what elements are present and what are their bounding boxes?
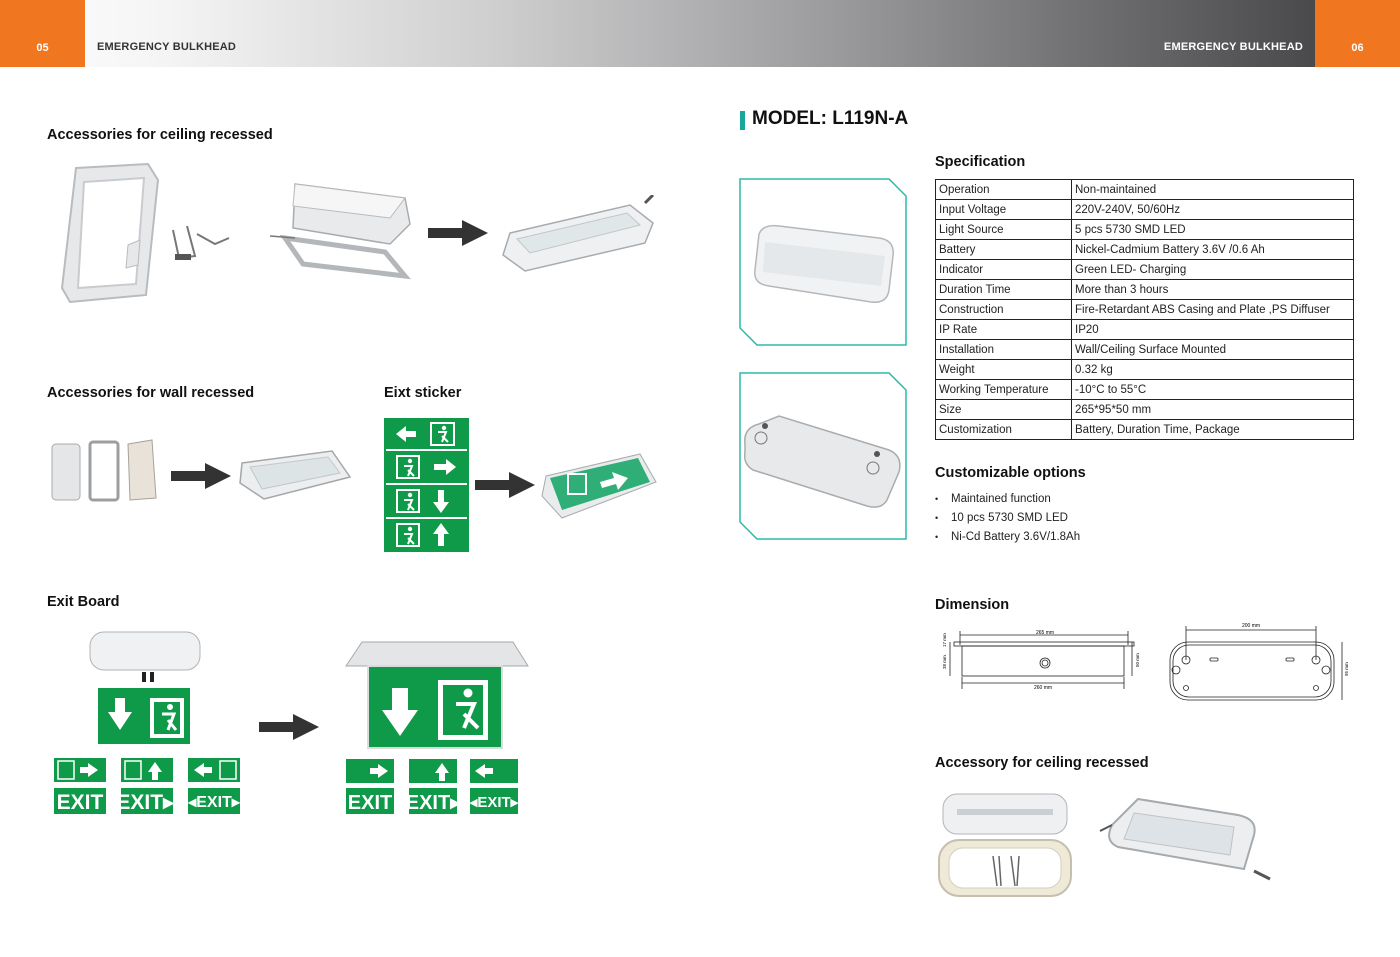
header-title-left: EMERGENCY BULKHEAD (97, 41, 237, 53)
option-text: Maintained function (951, 492, 1051, 505)
exit-board-kit-image: EXIT EXIT▸ ◂EXIT▸ (54, 631, 241, 814)
dimension-label: 260 mm (1034, 685, 1052, 691)
exit-label: EXIT (57, 791, 104, 814)
accessory-parts-image (938, 793, 1072, 897)
arrow-icon (475, 472, 535, 498)
ceiling-assembly-image (269, 183, 411, 280)
spec-key-cell: Battery (935, 239, 1072, 260)
spec-value-cell: Nickel-Cadmium Battery 3.6V /0.6 Ah (1071, 239, 1354, 260)
spec-key-cell: Duration Time (935, 279, 1072, 300)
header-band (0, 0, 1400, 67)
specification-title: Specification (935, 154, 1026, 170)
spec-value-cell: More than 3 hours (1071, 279, 1354, 300)
wall-installed-image (239, 450, 352, 500)
list-item: •10 pcs 5730 SMD LED (935, 511, 1068, 524)
table-row: Working Temperature-10°C to 55°C (935, 379, 1354, 400)
option-text: Ni-Cd Battery 3.6V/1.8Ah (951, 530, 1081, 543)
side-dimension-drawing: 265 mm 260 mm 38 mm 17 mm 50 mm (942, 630, 1140, 691)
exit-label: EXIT (348, 792, 392, 814)
arrow-icon (171, 463, 231, 489)
spec-key-cell: Working Temperature (935, 379, 1072, 400)
wall-accessories-title: Accessories for wall recessed (47, 385, 255, 401)
exit-sticker-installed-image (541, 453, 657, 519)
spec-key-cell: Weight (935, 359, 1072, 380)
exit-label: EXIT▸ (116, 791, 175, 814)
spec-value-cell: 220V-240V, 50/60Hz (1071, 199, 1354, 220)
exit-sticker-title: Eixt sticker (384, 385, 462, 401)
option-text: 10 pcs 5730 SMD LED (951, 511, 1068, 524)
header-title-right: EMERGENCY BULKHEAD (1163, 41, 1303, 53)
arrow-icon (259, 714, 319, 740)
spec-key-cell: Size (935, 399, 1072, 420)
accessory-ceiling-title: Accessory for ceiling recessed (935, 755, 1149, 771)
spec-value-cell: 0.32 kg (1071, 359, 1354, 380)
exit-label: ◂EXIT▸ (187, 794, 241, 811)
spec-key-cell: Installation (935, 339, 1072, 360)
exit-board-title: Exit Board (47, 594, 120, 610)
page-number-left: 05 (0, 0, 85, 67)
list-item: •Maintained function (935, 492, 1051, 505)
dimension-label: 17 mm (942, 633, 947, 647)
spec-value-cell: 265*95*50 mm (1071, 399, 1354, 420)
arrow-icon (428, 220, 488, 246)
top-dimension-drawing: 200 mm 95 mm (1169, 623, 1349, 701)
spec-value-cell: Green LED- Charging (1071, 259, 1354, 280)
dimension-label: 95 mm (1344, 662, 1349, 676)
ceiling-installed-image (502, 195, 655, 272)
options-list: •Maintained function •10 pcs 5730 SMD LE… (935, 489, 1080, 546)
exit-sticker-sheet-image (384, 418, 469, 552)
spec-key-cell: IP Rate (935, 319, 1072, 340)
dimension-label: 265 mm (1036, 630, 1054, 636)
exit-board-installed-image: EXIT EXIT▸ ◂EXIT▸ (345, 641, 529, 814)
wall-accessory-parts-image (51, 439, 157, 502)
dimension-label: 200 mm (1242, 623, 1260, 629)
spec-key-cell: Input Voltage (935, 199, 1072, 220)
spec-key-cell: Indicator (935, 259, 1072, 280)
spec-value-cell: Fire-Retardant ABS Casing and Plate ,PS … (1071, 299, 1354, 320)
page-number-left-text: 05 (36, 42, 49, 54)
spring-clip-image (172, 225, 230, 260)
page-number-right: 06 (1315, 0, 1400, 67)
spec-key-cell: Customization (935, 419, 1072, 440)
accessory-installed-image (1099, 797, 1271, 881)
spec-value-cell: Wall/Ceiling Surface Mounted (1071, 339, 1354, 360)
model-title: MODEL: L119N-A (752, 108, 909, 129)
exit-label: ◂EXIT▸ (469, 794, 520, 811)
spec-value-cell: -10°C to 55°C (1071, 379, 1354, 400)
exit-label: EXIT▸ (406, 792, 461, 814)
dimension-label: 50 mm (1135, 653, 1140, 667)
spec-value-cell: Battery, Duration Time, Package (1071, 419, 1354, 440)
spec-key-cell: Construction (935, 299, 1072, 320)
dimension-label: 38 mm (942, 655, 947, 669)
customizable-options-title: Customizable options (935, 465, 1086, 481)
spec-value-cell: 5 pcs 5730 SMD LED (1071, 219, 1354, 240)
spec-value-cell: Non-maintained (1071, 179, 1354, 200)
product-back-frame (739, 372, 907, 540)
product-front-frame (739, 178, 907, 346)
spec-key-cell: Light Source (935, 219, 1072, 240)
spec-value-cell: IP20 (1071, 319, 1354, 340)
model-accent-bar (740, 111, 745, 130)
dimension-title: Dimension (935, 597, 1010, 613)
list-item: •Ni-Cd Battery 3.6V/1.8Ah (935, 530, 1081, 543)
page-number-right-text: 06 (1351, 42, 1364, 54)
ceiling-accessories-title: Accessories for ceiling recessed (47, 127, 273, 143)
ceiling-frame-image (60, 162, 160, 304)
spec-key-cell: Operation (935, 179, 1072, 200)
